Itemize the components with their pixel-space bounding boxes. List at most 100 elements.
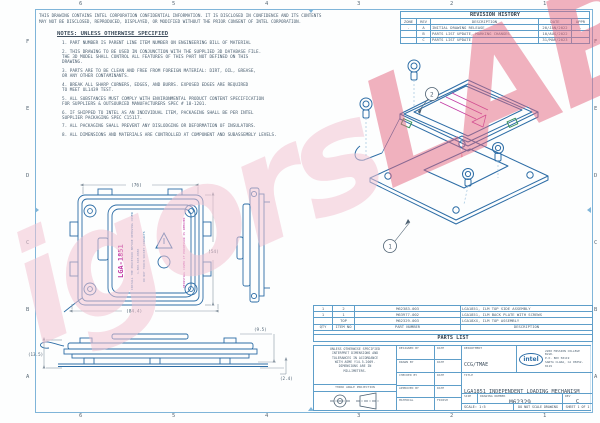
rev-row-appr: - — [571, 24, 589, 31]
rev-row-rev: A — [416, 24, 430, 31]
designed-by-label: DESIGNED BY — [399, 346, 419, 350]
confidentiality-statement: THIS DRAWING CONTAINS INTEL CORPORATION … — [39, 13, 322, 24]
rev-row-zone: - — [401, 24, 416, 30]
rev-value: C — [575, 398, 580, 403]
parts-cell-qty: 1 — [314, 311, 332, 317]
parts-header-item: ITEM NO — [332, 323, 354, 330]
parts-cell-part: M62329-003 — [354, 317, 460, 324]
finish-label: FINISH — [437, 398, 448, 402]
department-value: CCG/TMAE — [464, 361, 489, 368]
parts-cell-desc: LGA18XX, ILM TOP ASSEMBLY — [460, 317, 592, 324]
parts-cell-item: 2 — [332, 306, 354, 312]
profile-dimensions — [42, 333, 288, 375]
zone-right-b: B — [594, 307, 598, 313]
rev-row-appr — [571, 36, 589, 43]
zone-bottom-2: 2 — [450, 413, 454, 419]
rev-row-rev: B — [416, 30, 430, 37]
sheet-cell: SHEET 1 OF 1 — [562, 403, 592, 410]
zone-right-a: A — [594, 374, 598, 380]
zone-bottom-1: 1 — [543, 413, 547, 419]
top-view-cap-label: LGA-1851 INSTALL THE PROCESSOR BEFORE RE… — [117, 212, 186, 290]
zone-top-6: 6 — [79, 1, 83, 7]
designed-date-cell: DATE 06/SEP/2019 — [434, 346, 461, 359]
cap-warning-line3: DO NOT TOUCH SOCKET CONTACTS — [142, 231, 146, 282]
date-label: DATE — [437, 386, 445, 390]
material-cell: MATERIAL SEE NOTES — [396, 397, 434, 410]
drawing-title: LGA1851 INDEPENDENT LOADING MECHANISM (I… — [464, 388, 580, 393]
cap-warning-line1: INSTALL THE PROCESSOR BEFORE REMOVING CO… — [130, 212, 134, 290]
rev-row-date: 20/JAN/2022 — [538, 24, 571, 31]
rev-row-description: INITIAL DRAWING RELEASE — [430, 24, 538, 31]
parts-cell-item: TOP — [332, 317, 354, 324]
screws — [359, 59, 504, 205]
date-label: DATE — [437, 373, 445, 377]
zone-bottom-4: 4 — [265, 413, 269, 419]
cap-warning-line2: 1-800-628-8686 — [136, 249, 140, 274]
bottom-profile-view: (13.5) (9.5) (2.4) — [28, 327, 293, 381]
checked-date-cell: DATE 10/JAN/2022 — [434, 372, 461, 385]
company-address: 2200 MISSION COLLEGE BLVD. P.O. BOX 5811… — [545, 348, 584, 368]
parts-list-title: PARTS LIST — [314, 333, 592, 341]
date-label: DATE — [437, 360, 445, 364]
note-item-8: 8. ALL DIMENSIONS AND MATERIALS ARE CONT… — [62, 132, 277, 138]
rev-col-description: DESCRIPTION — [430, 19, 538, 25]
notes-section: NOTES: UNLESS OTHERWISE SPECIFIED 1. PAR… — [57, 31, 347, 142]
zone-bottom-3: 3 — [357, 413, 361, 419]
parts-header-qty: QTY — [314, 323, 332, 330]
drawing-number-cell: DRAWING NUMBER M62329 — [477, 393, 562, 403]
top-assembly — [354, 79, 539, 161]
center-mark-left — [35, 207, 39, 213]
profile-geometry — [39, 333, 268, 367]
tolerance-note: UNLESS OTHERWISE SPECIFIED INTERPRET DIM… — [314, 346, 396, 384]
drawing-title-cell: TITLE LGA1851 INDEPENDENT LOADING MECHAN… — [461, 372, 592, 393]
rev-row-zone — [401, 36, 416, 43]
top-view-dimensions — [69, 183, 219, 313]
rev-row-rev: C — [416, 36, 430, 43]
third-angle-symbol — [330, 392, 380, 410]
cap-part-number: LGA-1851 — [117, 244, 125, 278]
scale-value: SCALE: 1:5 — [464, 404, 486, 409]
approved-by-cell: APPROVED BY — [396, 385, 434, 397]
balloon-1: 1 — [383, 219, 411, 253]
rev-cell: REV C — [562, 393, 592, 403]
note-item-3: 3. PARTS ARE TO BE CLEAN AND FREE FROM F… — [62, 68, 257, 80]
third-angle-label: THIRD ANGLE PROJECTION — [314, 385, 396, 392]
dim-width-top: (76) — [131, 183, 142, 189]
rev-col-appr: APPR — [571, 19, 589, 25]
do-not-scale-text: DO NOT SCALE DRAWING — [518, 404, 558, 409]
notes-heading: NOTES: UNLESS OTHERWISE SPECIFIED — [57, 31, 169, 37]
parts-list-table: 1 2 M62383-003 LGA1851, ILM TOP SIDE ASS… — [313, 305, 593, 342]
rev-row-description: PARTS LIST UPDATE, MARKING CHANGES — [430, 30, 538, 37]
zone-left-b: B — [26, 307, 30, 313]
checked-by-cell: CHECKED BY L RANGEL — [396, 372, 434, 385]
note-item-1: 1. PART NUMBER IS PARENT LINE ITEM NUMBE… — [62, 41, 251, 46]
rev-row-date: 31/MAR/2023 — [538, 36, 571, 43]
zone-left-d: D — [26, 173, 30, 179]
parts-header-part: PART NUMBER — [354, 323, 460, 330]
main-top-view: LGA-1851 INSTALL THE PROCESSOR BEFORE RE… — [63, 183, 219, 315]
zone-top-4: 4 — [265, 1, 269, 7]
note-item-5: 5. ALL SUBSTANCES MUST COMPLY WITH ENVIR… — [62, 96, 264, 107]
drawing-number: M62329 — [509, 398, 531, 403]
department-cell: DEPARTMENT CCG/TMAE — [461, 346, 516, 372]
finish-cell: FINISH SEE NOTES — [434, 397, 461, 410]
note-item-7: 7. ALL PACKAGING SHALL PREVENT ANY DISLO… — [62, 124, 257, 130]
back-plate — [369, 135, 549, 225]
zone-top-2: 2 — [450, 1, 454, 7]
designed-by-cell: DESIGNED BY D GERBUS — [396, 346, 434, 359]
center-mark-bottom — [308, 407, 314, 411]
parts-header-desc: DESCRIPTION — [460, 323, 592, 330]
rev-col-zone: ZONE — [403, 19, 414, 24]
zone-right-e: E — [594, 106, 598, 112]
zone-top-1: 1 — [543, 1, 547, 7]
drawn-by-cell: DRAWN BY S MOHAN — [396, 359, 434, 372]
dim-plate-gap: (2.4) — [280, 376, 293, 381]
zone-bottom-5: 5 — [172, 413, 176, 419]
parts-cell-desc: LGA1851, ILM TOP SIDE ASSEMBLY — [460, 306, 592, 312]
zone-left-e: E — [26, 106, 30, 112]
parts-cell-part: M62383-003 — [354, 306, 460, 312]
rev-label: REV — [565, 394, 571, 398]
center-mark-right — [587, 207, 591, 213]
zone-left-a: A — [26, 374, 30, 380]
size-cell: SIZE A2 — [461, 393, 477, 403]
